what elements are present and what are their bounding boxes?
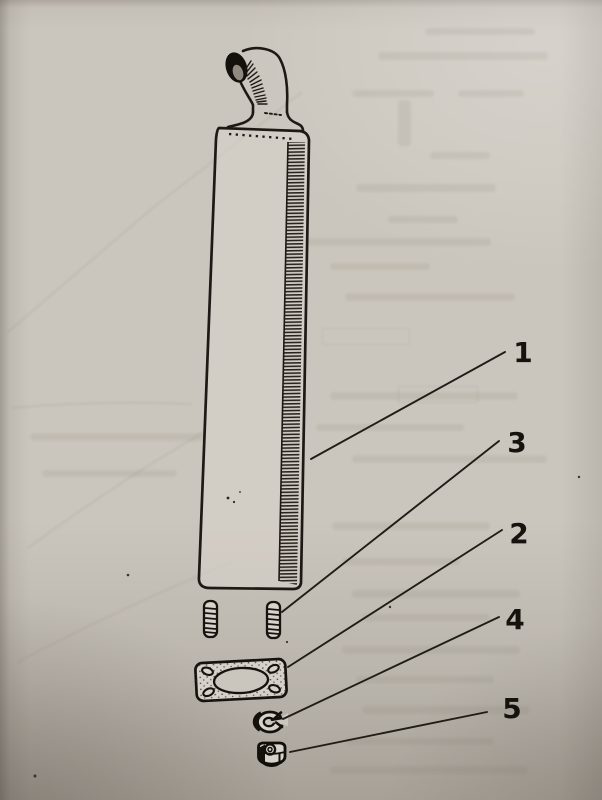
silencer-body-drawing	[197, 126, 311, 591]
speck	[226, 496, 230, 500]
neck-right-shoulder	[285, 110, 305, 133]
elbow-outer-curve	[241, 46, 289, 114]
leader-line-1	[310, 351, 506, 460]
callout-4-label: 4	[505, 603, 524, 636]
weld-dots	[228, 132, 295, 141]
mounting-stud-right-drawing	[265, 600, 282, 640]
leader-line-4	[282, 616, 500, 720]
inlet-pipe-elbow-drawing	[225, 46, 305, 133]
leader-line-3	[281, 440, 500, 613]
scan-specks	[33, 475, 581, 778]
flange-gasket-drawing	[194, 657, 288, 703]
callout-3-label: 3	[507, 426, 526, 459]
elbow-hatching	[244, 60, 268, 105]
elbow-inner-curve	[238, 79, 255, 114]
leader-line-5	[289, 711, 488, 753]
mounting-stud-left-drawing	[202, 599, 219, 639]
leader-line-2	[287, 529, 503, 668]
ribbed-seam-left-edge	[278, 141, 289, 582]
neck-base-dashes	[264, 112, 282, 116]
callout-2-label: 2	[509, 517, 528, 550]
ribbed-seam-band	[279, 142, 305, 585]
callout-5-label: 5	[502, 692, 521, 725]
hex-nut-drawing	[257, 741, 287, 767]
speck	[232, 500, 236, 504]
pipe-opening-bore	[232, 64, 244, 81]
neck-left-shoulder	[226, 110, 255, 129]
speck	[239, 491, 241, 493]
lock-washer-drawing	[252, 710, 288, 734]
callout-1-label: 1	[513, 336, 532, 369]
callout-leader-lines	[281, 351, 506, 753]
